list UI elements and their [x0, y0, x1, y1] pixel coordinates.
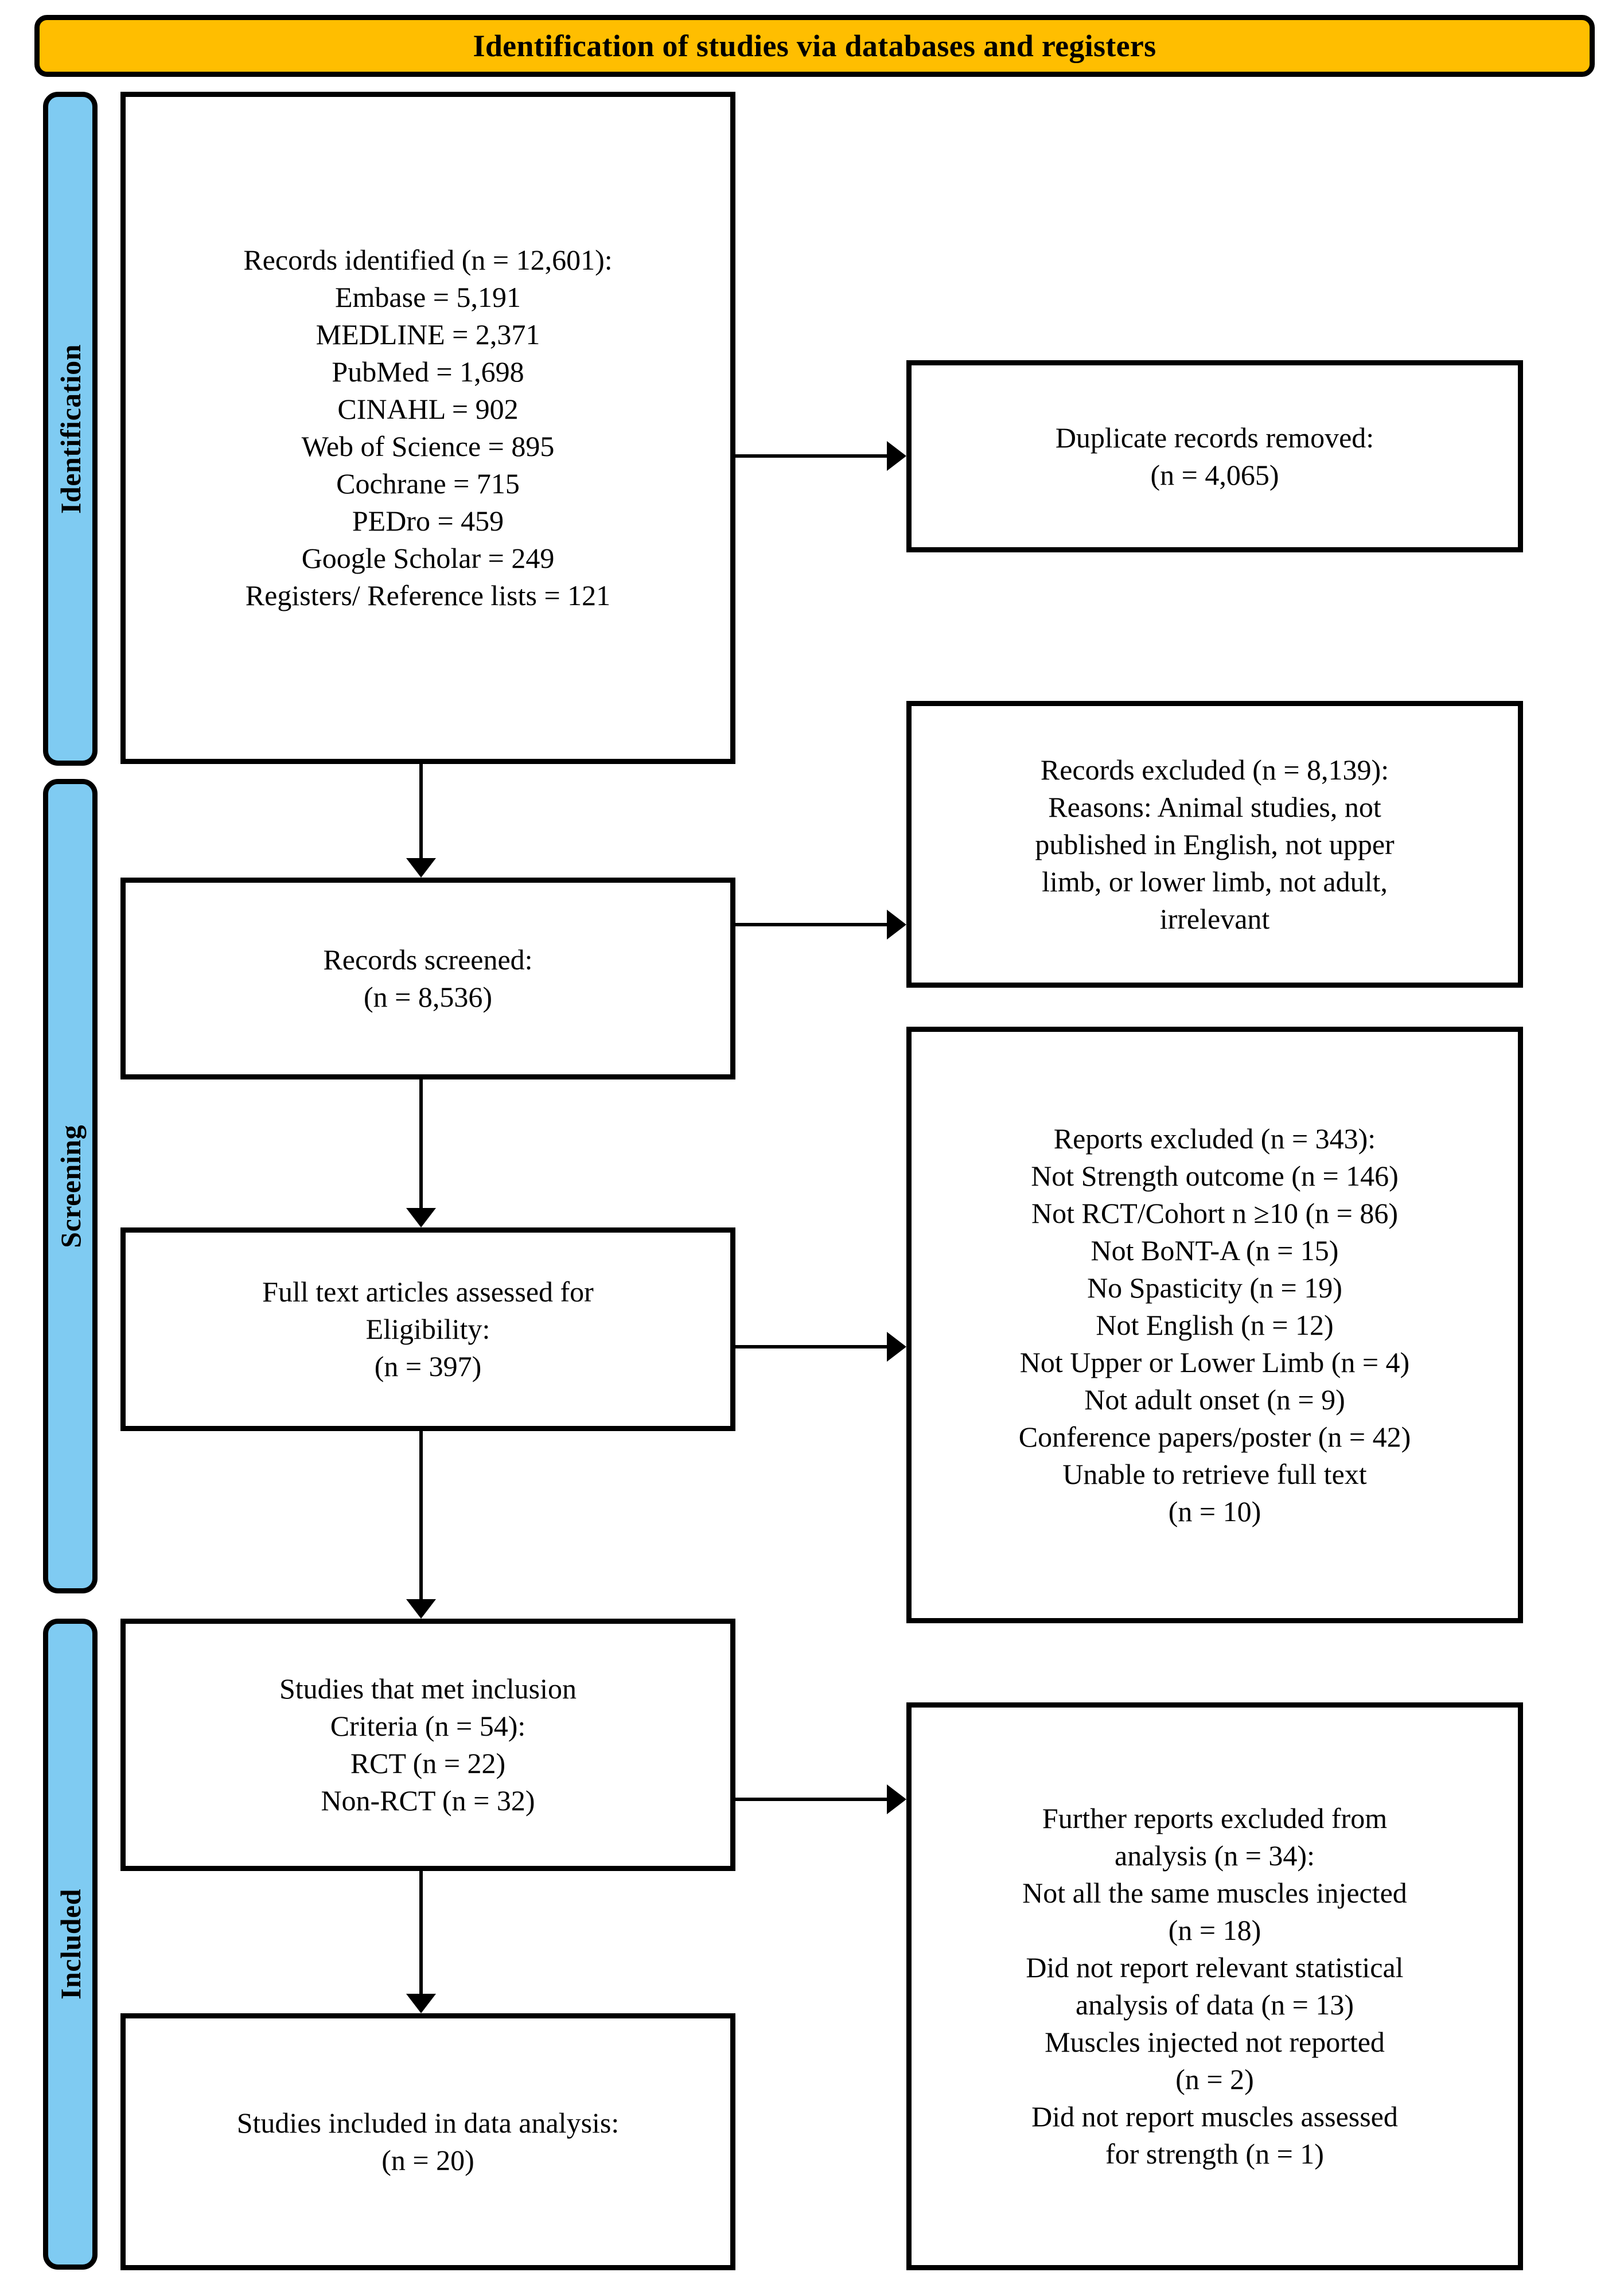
reports-excluded-line-0: Reports excluded (n = 343):: [1053, 1122, 1376, 1155]
records-identified-line-2: MEDLINE = 2,371: [316, 318, 540, 350]
studies-met-inclusion-line-1: Criteria (n = 54):: [330, 1710, 526, 1742]
box-records-excluded: Records excluded (n = 8,139): Reasons: A…: [906, 701, 1523, 988]
box-records-identified: Records identified (n = 12,601): Embase …: [120, 92, 735, 764]
stage-band-identification: Identification: [43, 92, 98, 766]
further-excluded-line-0: Further reports excluded from: [1042, 1802, 1388, 1834]
reports-excluded-line-6: Not Upper or Lower Limb (n = 4): [1019, 1346, 1410, 1378]
stage-label-identification: Identification: [54, 344, 87, 514]
stage-label-screening: Screening: [54, 1124, 87, 1248]
reports-excluded-line-9: Unable to retrieve full text: [1062, 1457, 1367, 1490]
records-excluded-line-2: published in English, not upper: [1035, 828, 1395, 860]
diagram-title-banner: Identification of studies via databases …: [34, 15, 1595, 77]
further-excluded-line-2: Not all the same muscles injected: [1022, 1877, 1407, 1909]
records-excluded-line-3: limb, or lower limb, not adult,: [1042, 865, 1388, 898]
studies-included-line-1: (n = 20): [381, 2144, 474, 2176]
records-identified-line-5: Web of Science = 895: [301, 430, 555, 462]
records-excluded-line-4: irrelevant: [1159, 902, 1270, 935]
studies-included-line-0: Studies included in data analysis:: [236, 2107, 620, 2139]
records-screened-line-0: Records screened:: [323, 944, 533, 976]
box-full-text-assessed: Full text articles assessed for Eligibil…: [120, 1227, 735, 1431]
records-screened-line-1: (n = 8,536): [364, 981, 492, 1013]
further-excluded-line-3: (n = 18): [1168, 1914, 1261, 1946]
stage-label-included: Included: [54, 1889, 87, 2000]
box-studies-included: Studies included in data analysis: (n = …: [120, 2013, 735, 2270]
diagram-title: Identification of studies via databases …: [473, 29, 1156, 63]
box-records-screened: Records screened: (n = 8,536): [120, 878, 735, 1079]
reports-excluded-line-7: Not adult onset (n = 9): [1084, 1383, 1345, 1416]
reports-excluded-line-10: (n = 10): [1168, 1495, 1261, 1527]
records-identified-line-6: Cochrane = 715: [336, 467, 520, 500]
stage-band-included: Included: [43, 1619, 98, 2270]
further-excluded-line-8: Did not report muscles assessed: [1031, 2100, 1398, 2133]
records-identified-line-7: PEDro = 459: [352, 505, 504, 537]
studies-met-inclusion-line-0: Studies that met inclusion: [279, 1673, 577, 1705]
further-excluded-line-1: analysis (n = 34):: [1115, 1839, 1315, 1872]
box-reports-excluded: Reports excluded (n = 343): Not Strength…: [906, 1027, 1523, 1623]
reports-excluded-line-2: Not RCT/Cohort n ≥10 (n = 86): [1031, 1196, 1398, 1229]
records-identified-line-8: Google Scholar = 249: [301, 542, 555, 574]
further-excluded-line-9: for strength (n = 1): [1105, 2138, 1324, 2170]
stage-band-screening: Screening: [43, 779, 98, 1593]
box-further-reports-excluded: Further reports excluded from analysis (…: [906, 1702, 1523, 2270]
studies-met-inclusion-line-2: RCT (n = 22): [350, 1747, 506, 1779]
records-identified-line-9: Registers/ Reference lists = 121: [245, 579, 611, 611]
full-text-assessed-line-2: (n = 397): [374, 1350, 482, 1382]
further-excluded-line-5: analysis of data (n = 13): [1075, 1989, 1354, 2021]
records-identified-line-4: CINAHL = 902: [337, 393, 519, 425]
records-identified-line-3: PubMed = 1,698: [332, 356, 524, 388]
reports-excluded-line-4: No Spasticity (n = 19): [1087, 1271, 1342, 1304]
full-text-assessed-line-0: Full text articles assessed for: [262, 1276, 594, 1308]
records-identified-line-0: Records identified (n = 12,601):: [243, 244, 613, 276]
further-excluded-line-7: (n = 2): [1175, 2063, 1254, 2095]
reports-excluded-line-5: Not English (n = 12): [1096, 1308, 1334, 1341]
full-text-assessed-line-1: Eligibility:: [365, 1313, 490, 1345]
further-excluded-line-4: Did not report relevant statistical: [1026, 1951, 1404, 1983]
records-excluded-line-0: Records excluded (n = 8,139):: [1040, 753, 1389, 786]
box-duplicate-records-removed: Duplicate records removed: (n = 4,065): [906, 360, 1523, 552]
box-studies-met-inclusion: Studies that met inclusion Criteria (n =…: [120, 1619, 735, 1871]
further-excluded-line-6: Muscles injected not reported: [1045, 2026, 1385, 2058]
records-excluded-line-1: Reasons: Animal studies, not: [1048, 790, 1381, 823]
duplicates-removed-line-0: Duplicate records removed:: [1055, 421, 1374, 454]
reports-excluded-line-3: Not BoNT-A (n = 15): [1091, 1234, 1339, 1266]
duplicates-removed-line-1: (n = 4,065): [1150, 458, 1279, 491]
records-identified-line-1: Embase = 5,191: [335, 281, 521, 313]
studies-met-inclusion-line-3: Non-RCT (n = 32): [321, 1784, 535, 1817]
reports-excluded-line-8: Conference papers/poster (n = 42): [1018, 1420, 1411, 1453]
reports-excluded-line-1: Not Strength outcome (n = 146): [1031, 1159, 1399, 1192]
